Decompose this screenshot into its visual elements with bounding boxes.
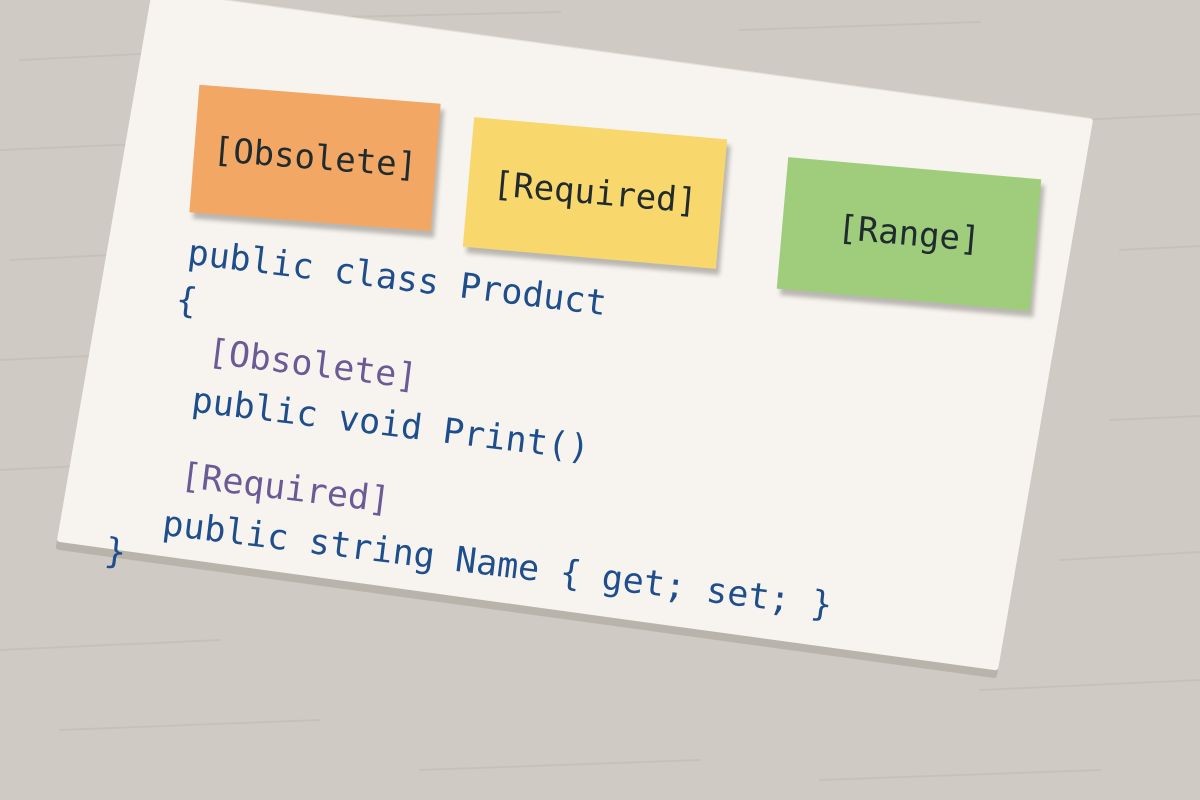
sticky-note-label: [Obsolete] <box>211 130 419 186</box>
sticky-note-required: [Required] <box>462 117 728 269</box>
sticky-note-range: [Range] <box>776 157 1042 311</box>
sticky-note-label: [Range] <box>835 207 983 261</box>
close-brace: } <box>102 531 129 574</box>
sticky-note-obsolete: [Obsolete] <box>189 84 441 232</box>
sticky-note-label: [Required] <box>491 164 699 222</box>
open-brace: { <box>173 279 200 323</box>
